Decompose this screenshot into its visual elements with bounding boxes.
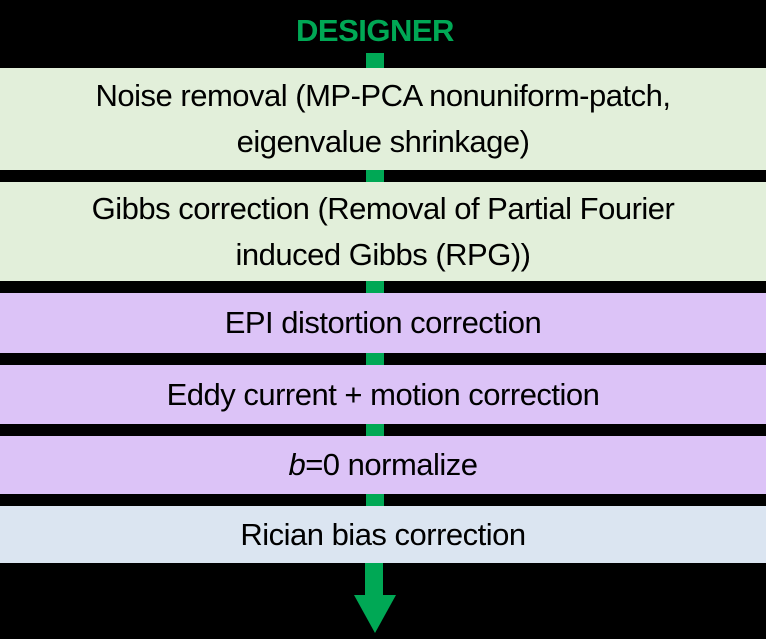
step-b0-normalize: b=0 normalize	[0, 436, 766, 494]
step-label: Noise removal (MP-PCA nonuniform-patch, …	[95, 78, 671, 159]
connector-dash-icon	[366, 281, 384, 293]
step-label-italic-b: b	[288, 447, 306, 482]
step-rician-bias-correction: Rician bias correction	[0, 506, 766, 563]
connector-dash-icon	[366, 353, 384, 365]
step-label: Rician bias correction	[240, 516, 526, 552]
step-label: EPI distortion correction	[224, 305, 542, 340]
step-label: Eddy current + motion correction	[166, 376, 600, 412]
connector-dash-icon	[366, 424, 384, 436]
connector-dash-icon	[366, 53, 384, 68]
step-label: b=0 normalize	[288, 442, 478, 488]
page-title: DESIGNER	[296, 13, 454, 48]
step-gibbs-correction: Gibbs correction (Removal of Partial Fou…	[0, 182, 766, 281]
connector-dash-icon	[366, 170, 384, 182]
arrow-down-icon	[365, 563, 383, 596]
arrow-down-icon	[354, 595, 396, 633]
connector-dash-icon	[366, 494, 384, 506]
step-label: Gibbs correction (Removal of Partial Fou…	[91, 190, 675, 272]
step-eddy-motion-correction: Eddy current + motion correction	[0, 365, 766, 424]
step-noise-removal: Noise removal (MP-PCA nonuniform-patch, …	[0, 68, 766, 170]
step-label-rest: =0 normalize	[305, 447, 478, 482]
step-epi-distortion-correction: EPI distortion correction	[0, 293, 766, 353]
